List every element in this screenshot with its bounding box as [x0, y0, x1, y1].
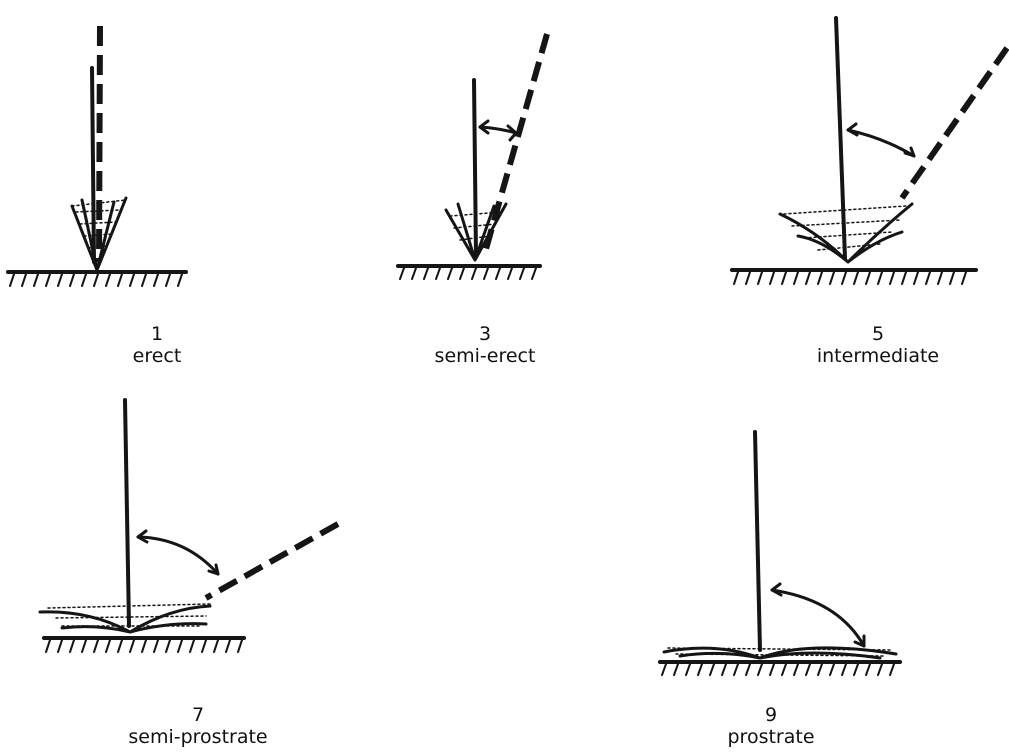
caption-erect: 1 erect — [37, 323, 277, 367]
reference-stem-semi-erect — [472, 78, 478, 258]
foliage-prostrate — [662, 646, 898, 660]
ground-erect — [6, 270, 188, 287]
score-semi-erect: 3 — [478, 323, 492, 345]
ground-prostrate — [658, 660, 902, 676]
branch-angle-erect — [96, 25, 103, 263]
reference-stem-semi-prostrate — [123, 398, 131, 628]
branch-angle-intermediate — [899, 46, 1009, 200]
caption-semi-prostrate: 7 semi-prostrate — [78, 704, 318, 748]
reference-stem-prostrate — [753, 430, 762, 652]
label-semi-prostrate: semi-prostrate — [128, 726, 268, 748]
branch-angle-semi-erect — [481, 33, 550, 257]
score-prostrate: 9 — [764, 704, 778, 726]
reference-stem-intermediate — [834, 16, 847, 260]
caption-prostrate: 9 prostrate — [651, 704, 891, 748]
label-prostrate: prostrate — [727, 726, 815, 748]
ground-semi-erect — [396, 264, 542, 280]
angle-arc-semi-prostrate — [136, 535, 220, 576]
label-semi-erect: semi-erect — [434, 345, 536, 367]
score-erect: 1 — [150, 323, 164, 345]
angle-arc-prostrate — [770, 588, 866, 648]
ground-semi-prostrate — [42, 636, 246, 653]
label-intermediate: intermediate — [816, 345, 940, 367]
label-erect: erect — [132, 345, 182, 367]
caption-intermediate: 5 intermediate — [758, 323, 998, 367]
ground-intermediate — [730, 268, 978, 285]
score-intermediate: 5 — [871, 323, 885, 345]
score-semi-prostrate: 7 — [191, 704, 205, 726]
caption-semi-erect: 3 semi-erect — [365, 323, 605, 367]
reference-stem-erect — [90, 66, 96, 264]
branch-angle-semi-prostrate — [204, 521, 340, 601]
